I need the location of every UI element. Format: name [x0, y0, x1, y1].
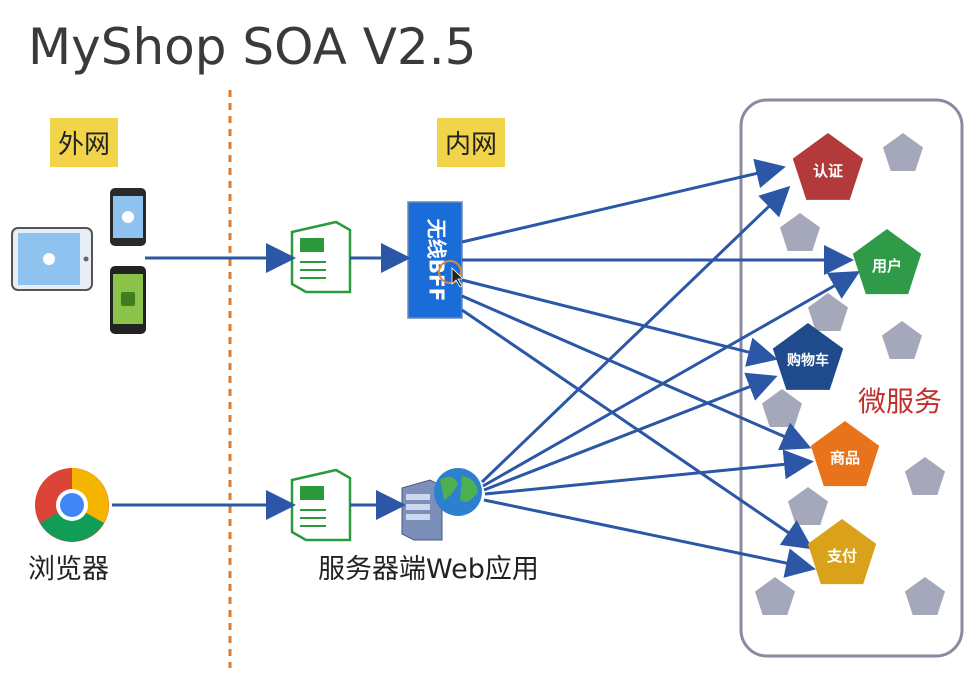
service-label-product: 商品 — [829, 449, 860, 467]
placeholder-service-pentagon — [882, 321, 922, 359]
bff-to-service-arrow — [461, 278, 778, 367]
placeholder-service-pentagon — [755, 577, 795, 615]
mouse-cursor-icon — [451, 267, 464, 288]
microservices-boundary — [739, 98, 964, 658]
bff-to-service-arrow — [461, 308, 813, 550]
zone-internal-label: 内网 — [437, 118, 506, 167]
service-label-user: 用户 — [871, 257, 902, 275]
webapp-to-service-arrow — [482, 271, 861, 488]
bff-to-service-arrow — [461, 158, 786, 244]
page-title: MyShop SOA V2.5 — [28, 18, 477, 76]
iphone-icon — [110, 188, 146, 246]
placeholder-service-pentagon — [788, 487, 828, 525]
placeholder-service-pentagon — [780, 213, 820, 251]
browser-label: 浏览器 — [28, 554, 109, 585]
nginx-gateway-icon-top — [290, 220, 352, 294]
nginx-gateway-icon-bottom — [290, 468, 352, 542]
service-pentagon — [852, 229, 922, 295]
globe-icon — [434, 468, 482, 516]
service-pentagon — [810, 421, 880, 487]
service-pentagon — [772, 323, 844, 390]
webapp-to-service-arrow — [483, 498, 816, 578]
service-label-auth: 认证 — [812, 162, 843, 180]
chrome-browser-icon — [35, 468, 109, 542]
webapp-to-service-arrow — [480, 185, 791, 484]
webapp-to-service-arrow — [483, 372, 778, 492]
placeholder-service-pentagon — [905, 457, 945, 495]
service-pentagon — [792, 133, 864, 200]
service-label-cart: 购物车 — [787, 353, 829, 369]
webapp-label: 服务器端Web应用 — [318, 554, 539, 585]
placeholder-service-pentagon — [883, 133, 923, 171]
zone-external-label: 外网 — [50, 118, 119, 167]
bff-label: 无线BFF — [425, 219, 449, 302]
microservices-label: 微服务 — [858, 385, 943, 418]
cursor-highlight — [438, 260, 462, 284]
placeholder-service-pentagon — [905, 577, 945, 615]
bff-box — [407, 201, 463, 319]
bff-to-service-arrow — [461, 294, 812, 451]
web-server-icon — [401, 479, 443, 541]
service-pentagon — [807, 519, 877, 585]
placeholder-service-pentagon — [762, 389, 802, 427]
tablet-icon — [11, 227, 93, 291]
android-phone-icon — [110, 266, 146, 334]
service-label-payment: 支付 — [826, 547, 857, 565]
placeholder-service-pentagon — [808, 293, 848, 331]
webapp-to-service-arrow — [484, 449, 814, 496]
